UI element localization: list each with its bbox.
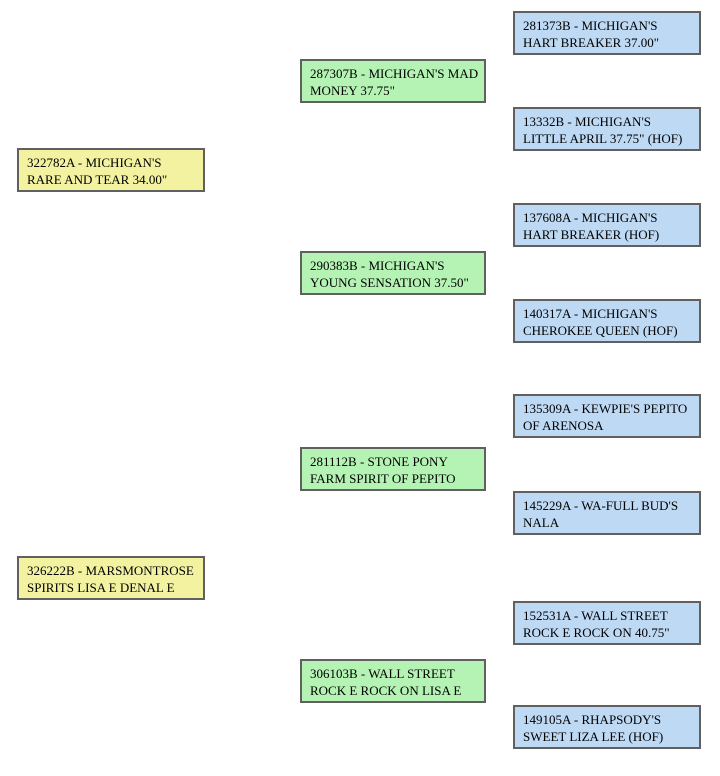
pedigree-box-sire: 322782A - MICHIGAN'S RARE AND TEAR 34.00…: [17, 148, 205, 192]
pedigree-box-grandparent-3: 281112B - STONE PONY FARM SPIRIT OF PEPI…: [300, 447, 486, 491]
pedigree-box-label: SPIRITS LISA E DENAL E: [27, 579, 175, 595]
pedigree-box-dam: 326222B - MARSMONTROSE SPIRITS LISA E DE…: [17, 556, 205, 600]
pedigree-box-greatgrandparent-8: 149105A - RHAPSODY'S SWEET LIZA LEE (HOF…: [513, 705, 701, 749]
pedigree-box-label: 145229A - WA-FULL BUD'S: [523, 498, 679, 513]
pedigree-box-label: 140317A - MICHIGAN'S: [523, 306, 658, 321]
pedigree-box-label: 13332B - MICHIGAN'S: [523, 114, 652, 129]
pedigree-box-label: 322782A - MICHIGAN'S: [27, 155, 162, 170]
pedigree-box-grandparent-2: 290383B - MICHIGAN'S YOUNG SENSATION 37.…: [300, 251, 486, 295]
pedigree-box-greatgrandparent-7: 152531A - WALL STREET ROCK E ROCK ON 40.…: [513, 601, 701, 645]
pedigree-box-label: SWEET LIZA LEE (HOF): [523, 728, 664, 744]
pedigree-box-greatgrandparent-6: 145229A - WA-FULL BUD'S NALA: [513, 491, 701, 535]
pedigree-box-label: CHEROKEE QUEEN (HOF): [523, 322, 678, 338]
pedigree-box-label: 137608A - MICHIGAN'S: [523, 210, 658, 225]
pedigree-box-label: ROCK E ROCK ON 40.75": [523, 624, 670, 640]
pedigree-box-label: 135309A - KEWPIE'S PEPITO: [523, 401, 688, 416]
pedigree-box-label: MONEY 37.75": [310, 82, 395, 98]
pedigree-box-label: ROCK E ROCK ON LISA E: [310, 682, 462, 698]
pedigree-box-label: OF ARENOSA: [523, 417, 604, 433]
pedigree-box-label: 306103B - WALL STREET: [310, 666, 455, 681]
pedigree-box-label: 152531A - WALL STREET: [523, 608, 668, 623]
pedigree-box-label: LITTLE APRIL 37.75" (HOF): [523, 130, 683, 146]
pedigree-box-grandparent-1: 287307B - MICHIGAN'S MAD MONEY 37.75": [300, 59, 486, 103]
pedigree-box-label: 281112B - STONE PONY: [310, 454, 448, 469]
pedigree-box-label: 281373B - MICHIGAN'S: [523, 18, 658, 33]
pedigree-box-greatgrandparent-3: 137608A - MICHIGAN'S HART BREAKER (HOF): [513, 203, 701, 247]
pedigree-box-greatgrandparent-4: 140317A - MICHIGAN'S CHEROKEE QUEEN (HOF…: [513, 299, 701, 343]
pedigree-box-grandparent-4: 306103B - WALL STREET ROCK E ROCK ON LIS…: [300, 659, 486, 703]
pedigree-box-label: FARM SPIRIT OF PEPITO: [310, 470, 456, 486]
pedigree-box-greatgrandparent-1: 281373B - MICHIGAN'S HART BREAKER 37.00": [513, 11, 701, 55]
pedigree-box-label: RARE AND TEAR 34.00": [27, 171, 168, 187]
pedigree-box-greatgrandparent-2: 13332B - MICHIGAN'S LITTLE APRIL 37.75" …: [513, 107, 701, 151]
pedigree-box-greatgrandparent-5: 135309A - KEWPIE'S PEPITO OF ARENOSA: [513, 394, 701, 438]
pedigree-box-label: YOUNG SENSATION 37.50": [310, 274, 469, 290]
pedigree-box-label: 290383B - MICHIGAN'S: [310, 258, 445, 273]
pedigree-box-label: 149105A - RHAPSODY'S: [523, 712, 662, 727]
pedigree-box-label: HART BREAKER 37.00": [523, 34, 660, 50]
pedigree-box-label: NALA: [523, 514, 560, 530]
pedigree-box-label: 326222B - MARSMONTROSE: [27, 563, 194, 578]
pedigree-box-label: HART BREAKER (HOF): [523, 226, 660, 242]
pedigree-box-label: 287307B - MICHIGAN'S MAD: [310, 66, 479, 81]
